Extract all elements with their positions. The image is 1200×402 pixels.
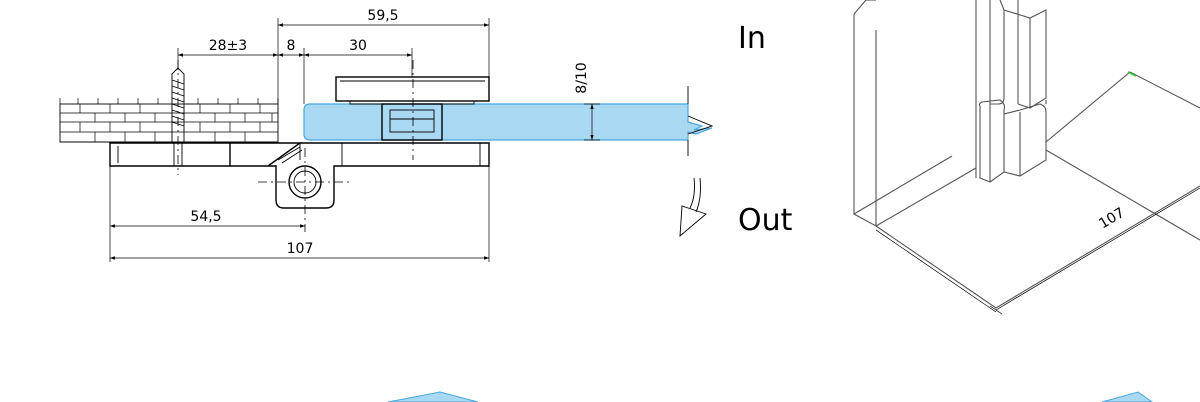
hinge-base-plate — [109, 142, 490, 232]
wall-anchor — [171, 60, 185, 175]
corner-highlight — [1127, 71, 1137, 77]
dim-glass-thickness: 8/10 — [574, 62, 590, 93]
dimension-labels: 59,5 28±3 8 30 8/10 54,5 107 — [190, 8, 590, 257]
dim-wall-offset: 28±3 — [209, 38, 247, 54]
dim-overall-top: 59,5 — [367, 8, 398, 24]
dimension-lines — [109, 18, 600, 262]
dim-gap: 8 — [287, 38, 296, 54]
dim-clamp: 30 — [349, 38, 367, 54]
glass-panel — [303, 86, 714, 156]
partial-glass-shapes — [387, 391, 1153, 402]
isometric-view: 107 — [853, 0, 1200, 315]
brick-wall — [59, 98, 279, 143]
dim-axis-to-wall: 54,5 — [190, 209, 221, 225]
iso-dim-length: 107 — [1096, 205, 1127, 232]
side-view: 59,5 28±3 8 30 8/10 54,5 107 In Out — [59, 8, 793, 262]
label-inside: In — [738, 21, 766, 56]
swing-direction-arrow-icon — [679, 177, 707, 238]
label-outside: Out — [738, 203, 793, 238]
clamp-cover — [335, 76, 490, 105]
dim-overall-bottom: 107 — [287, 241, 314, 257]
